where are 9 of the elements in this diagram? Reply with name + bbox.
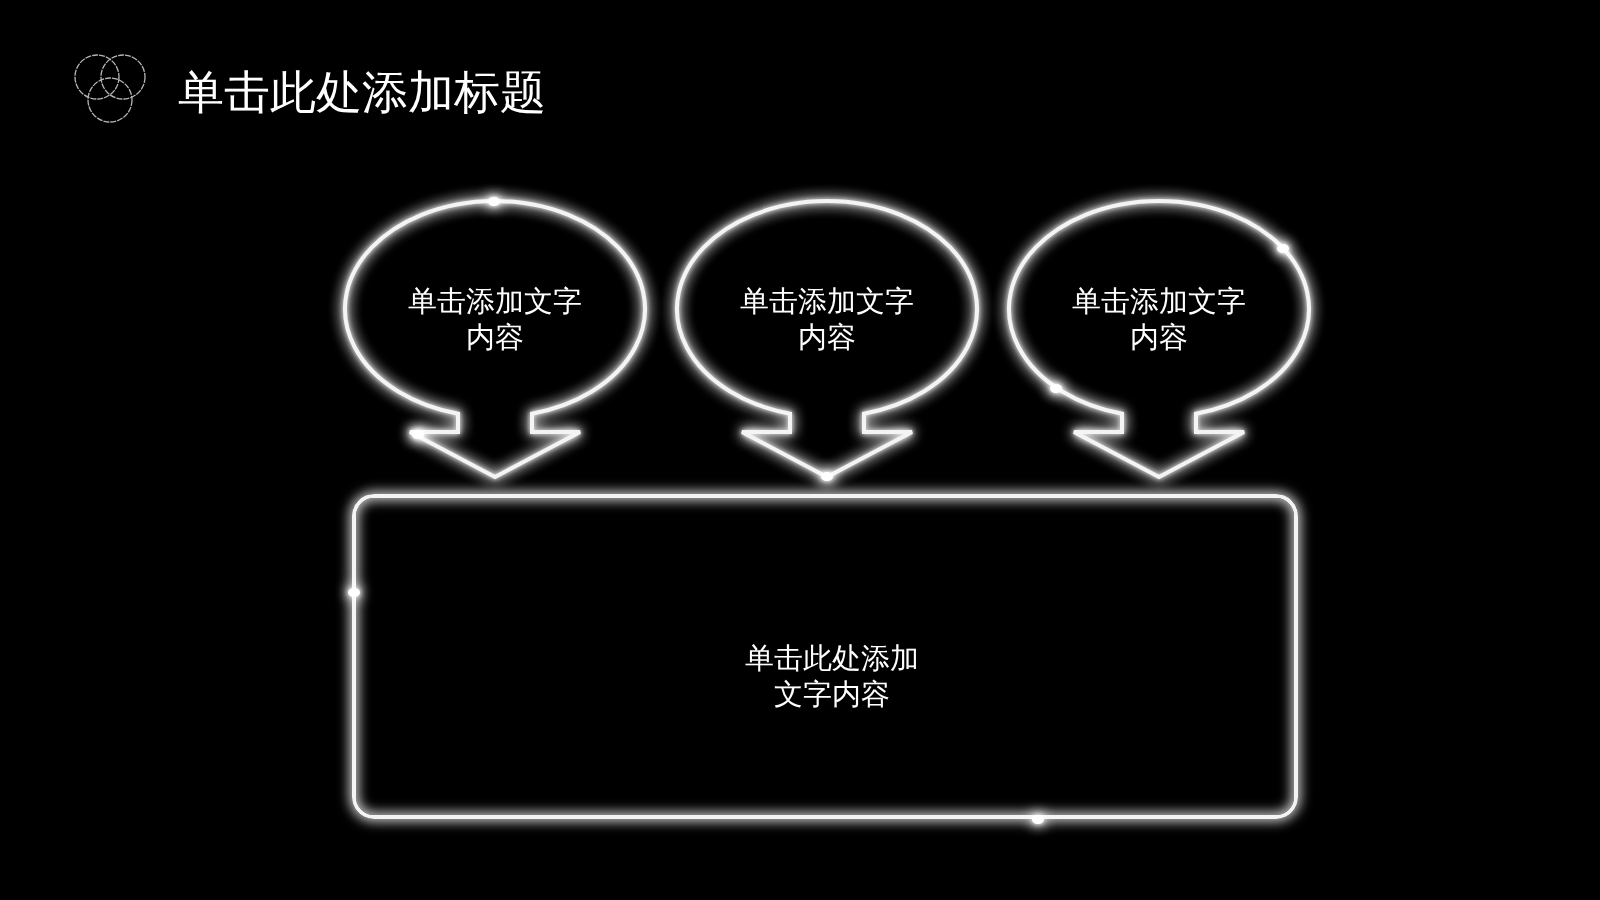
node-label: 单击添加文字内容	[739, 283, 915, 355]
arrow-callout	[345, 201, 645, 477]
arrow-callout	[1009, 201, 1309, 477]
arrow-callout	[677, 201, 977, 477]
slide-title: 单击此处添加标题	[178, 64, 546, 120]
rounded-rectangle	[352, 494, 1298, 819]
node-label: 单击添加文字内容	[1071, 283, 1247, 355]
node-label: 单击此处添加文字内容	[744, 640, 920, 712]
node-label: 单击添加文字内容	[407, 283, 583, 355]
